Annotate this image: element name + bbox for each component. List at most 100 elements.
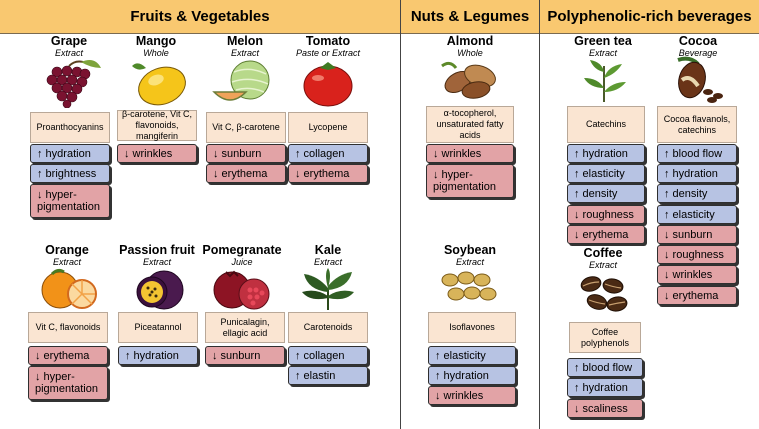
food-form-melon: Extract (230, 48, 259, 58)
soybean-icon (441, 271, 497, 301)
section-divider (539, 0, 540, 429)
food-form-mango: Whole (143, 48, 169, 58)
effect-badge-increase: ↑ collagen (288, 346, 368, 365)
compound-text: Cocoa flavanols, catechins (663, 113, 731, 135)
effect-badge-decrease: ↓ scaliness (567, 399, 643, 418)
effect-badge-increase: ↑ elasticity (657, 205, 737, 224)
compound-box-orange: Vit C, flavonoids (28, 312, 108, 343)
effect-badge-increase: ↑ hydration (428, 366, 516, 385)
compound-box-melon: Vit C, β-carotene (206, 112, 286, 143)
effect-badge-decrease: ↓ sunburn (206, 144, 286, 163)
compound-box-soybean: Isoflavones (428, 312, 516, 343)
food-name-passion-fruit: Passion fruit (119, 243, 195, 257)
food-form-almond: Whole (457, 48, 483, 58)
compound-box-tomato: Lycopene (288, 112, 368, 143)
almond-icon (441, 61, 496, 99)
food-form-soybean: Extract (455, 257, 484, 267)
food-name-grape: Grape (50, 34, 88, 48)
effect-badge-increase: ↑ hydration (30, 144, 110, 163)
effect-badge-decrease: ↓ hyper-pigmentation (426, 164, 514, 198)
food-form-coffee: Extract (588, 260, 617, 270)
effect-badge-increase: ↑ hydration (567, 144, 645, 163)
section-header-fruits-vegetables: Fruits & Vegetables (0, 0, 400, 34)
compound-text: Punicalagin, ellagic acid (220, 316, 270, 338)
food-name-mango: Mango (135, 34, 177, 48)
compound-text: Coffee polyphenols (580, 326, 630, 348)
compound-text: Carotenoids (303, 322, 353, 332)
effect-badge-decrease: ↓ erythema (28, 346, 108, 365)
effect-badge-increase: ↑ blood flow (567, 358, 643, 377)
effect-badge-increase: ↑ collagen (288, 144, 368, 163)
food-name-melon: Melon (226, 34, 264, 48)
cocoa-pod-icon (677, 56, 723, 103)
food-name-pomegranate: Pomegranate (202, 243, 282, 257)
compound-text: Vit C, β-carotene (212, 122, 280, 132)
effect-badge-decrease: ↓ erythema (567, 225, 645, 244)
compound-box-coffee: Coffee polyphenols (569, 322, 641, 353)
compound-box-cocoa: Cocoa flavanols, catechins (657, 106, 737, 143)
effect-badge-decrease: ↓ wrinkles (428, 386, 516, 405)
food-name-orange: Orange (45, 243, 89, 257)
food-form-passion-fruit: Extract (142, 257, 171, 267)
food-name-almond: Almond (446, 34, 494, 48)
compound-box-kale: Carotenoids (288, 312, 368, 343)
coffee-beans-icon (580, 276, 628, 312)
compound-text: Piceatannol (134, 322, 182, 332)
effect-badge-increase: ↑ elasticity (428, 346, 516, 365)
compound-box-passion-fruit: Piceatannol (118, 312, 198, 343)
food-name-kale: Kale (314, 243, 342, 257)
grape-icon (46, 60, 101, 108)
section-divider (400, 0, 401, 429)
section-header-nuts-legumes: Nuts & Legumes (401, 0, 539, 34)
compound-text: Proanthocyanins (36, 122, 104, 132)
food-name-green-tea: Green tea (574, 34, 632, 48)
compound-text: Vit C, flavonoids (35, 322, 101, 332)
food-name-tomato: Tomato (305, 34, 351, 48)
melon-icon (212, 60, 270, 101)
food-name-soybean: Soybean (443, 243, 497, 257)
compound-text: β-carotene, Vit C, flavonoids, mangiferi… (121, 109, 193, 141)
compound-box-almond: α-tocopherol, unsaturated fatty acids (426, 106, 514, 143)
compound-text: α-tocopherol, unsaturated fatty acids (436, 108, 504, 140)
food-name-cocoa: Cocoa (678, 34, 718, 48)
compound-box-grape: Proanthocyanins (30, 112, 110, 143)
effect-badge-increase: ↑ elastin (288, 366, 368, 385)
tomato-icon (303, 62, 353, 107)
effect-badge-increase: ↑ brightness (30, 164, 110, 183)
food-form-cocoa: Beverage (678, 48, 718, 58)
compound-text: Catechins (585, 119, 627, 129)
effect-badge-decrease: ↓ erythema (288, 164, 368, 183)
food-form-orange: Extract (52, 257, 81, 267)
effect-badge-increase: ↑ hydration (567, 378, 643, 397)
effect-badge-increase: ↑ blood flow (657, 144, 737, 163)
effect-badge-decrease: ↓ roughness (657, 245, 737, 264)
effect-badge-decrease: ↓ sunburn (657, 225, 737, 244)
compound-box-green-tea: Catechins (567, 106, 645, 143)
food-form-kale: Extract (313, 257, 342, 267)
effect-badge-decrease: ↓ wrinkles (657, 265, 737, 284)
effect-badge-increase: ↑ density (567, 184, 645, 203)
food-form-pomegranate: Juice (231, 257, 253, 267)
effect-badge-decrease: ↓ hyper-pigmentation (30, 184, 110, 218)
effect-badge-increase: ↑ hydration (657, 164, 737, 183)
effect-badge-increase: ↑ density (657, 184, 737, 203)
kale-icon (302, 268, 354, 310)
orange-icon (41, 268, 97, 309)
effect-badge-decrease: ↓ erythema (206, 164, 286, 183)
effect-badge-increase: ↑ hydration (118, 346, 198, 365)
compound-box-pomegranate: Punicalagin, ellagic acid (205, 312, 285, 343)
compound-box-mango: β-carotene, Vit C, flavonoids, mangiferi… (117, 109, 197, 141)
compound-text: Isoflavones (449, 322, 495, 332)
effect-badge-decrease: ↓ sunburn (205, 346, 285, 365)
passion-fruit-icon (136, 270, 184, 310)
food-form-tomato: Paste or Extract (295, 48, 361, 58)
effect-badge-decrease: ↓ wrinkles (117, 144, 197, 163)
section-header-beverages: Polyphenolic-rich beverages (540, 0, 759, 34)
effect-badge-increase: ↑ elasticity (567, 164, 645, 183)
compound-text: Lycopene (308, 122, 348, 132)
tea-leaf-icon (584, 60, 626, 102)
effect-badge-decrease: ↓ hyper-pigmentation (28, 366, 108, 400)
pomegranate-icon (213, 270, 270, 310)
effect-badge-decrease: ↓ erythema (657, 286, 737, 305)
effect-badge-decrease: ↓ roughness (567, 205, 645, 224)
